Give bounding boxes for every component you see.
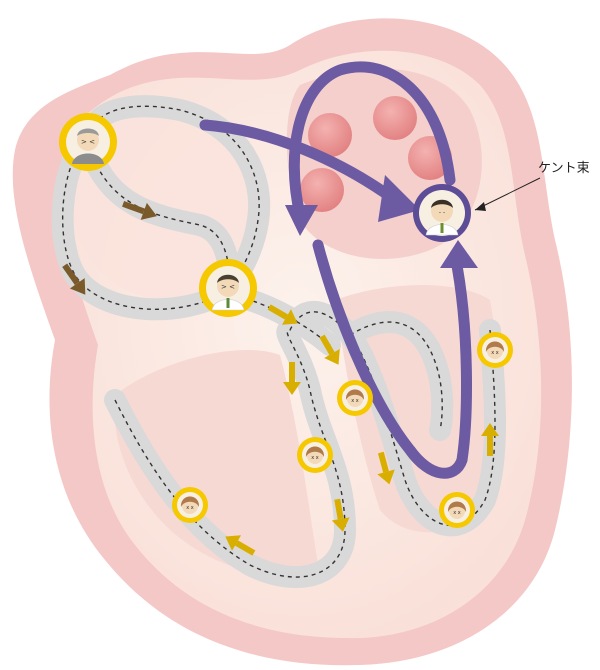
woman-face-icon: x x: [453, 510, 461, 516]
direction-arrow-icon: [225, 535, 256, 556]
direction-arrow-icon: [378, 175, 420, 222]
woman-face-icon: x x: [351, 398, 359, 404]
red-spot: [308, 113, 352, 157]
sa-node: > <: [59, 113, 117, 171]
pulmonary-vein-spots: [300, 96, 452, 212]
direction-arrow-icon: [267, 304, 298, 325]
av-node: > <: [199, 259, 257, 317]
direction-arrow-icon: [440, 240, 478, 268]
direction-arrow-icon: [122, 201, 157, 220]
kent-bundle-annotation: ケント束: [474, 161, 590, 211]
stressed-man-icon: > <: [221, 283, 235, 291]
direction-arrow-icon: [62, 263, 86, 295]
woman-face-icon: x x: [311, 455, 319, 461]
direction-arrow-icon: [331, 498, 350, 532]
atrial-arrows: [62, 201, 157, 295]
right-ventricle-chamber: [114, 349, 320, 578]
purkinje-node: x x: [337, 380, 373, 416]
purkinje-node: x x: [297, 437, 333, 473]
woman-face-icon: x x: [491, 350, 499, 356]
direction-arrow-icon: [377, 451, 395, 485]
man-in-purple-circle-icon: - -: [439, 209, 445, 216]
direction-arrow-icon: [283, 362, 301, 395]
purkinje-node: x x: [477, 332, 513, 368]
angry-man-icon: > <: [81, 138, 95, 146]
woman-face-icon: x x: [186, 505, 194, 511]
ventricular-arrows: [225, 304, 499, 556]
purkinje-node: x x: [439, 492, 475, 528]
annotation-label: ケント束: [538, 161, 590, 176]
kent-bundle-node: - -: [413, 184, 471, 242]
direction-arrow-icon: [285, 205, 318, 236]
red-spot: [373, 96, 417, 140]
direction-arrow-icon: [481, 423, 499, 456]
kent-bundle-reentry-circuit: [199, 61, 472, 479]
red-spot: [300, 168, 344, 212]
purple-arrowheads: [285, 175, 478, 268]
direction-arrow-icon: [319, 334, 340, 365]
purkinje-node: x x: [172, 487, 208, 523]
